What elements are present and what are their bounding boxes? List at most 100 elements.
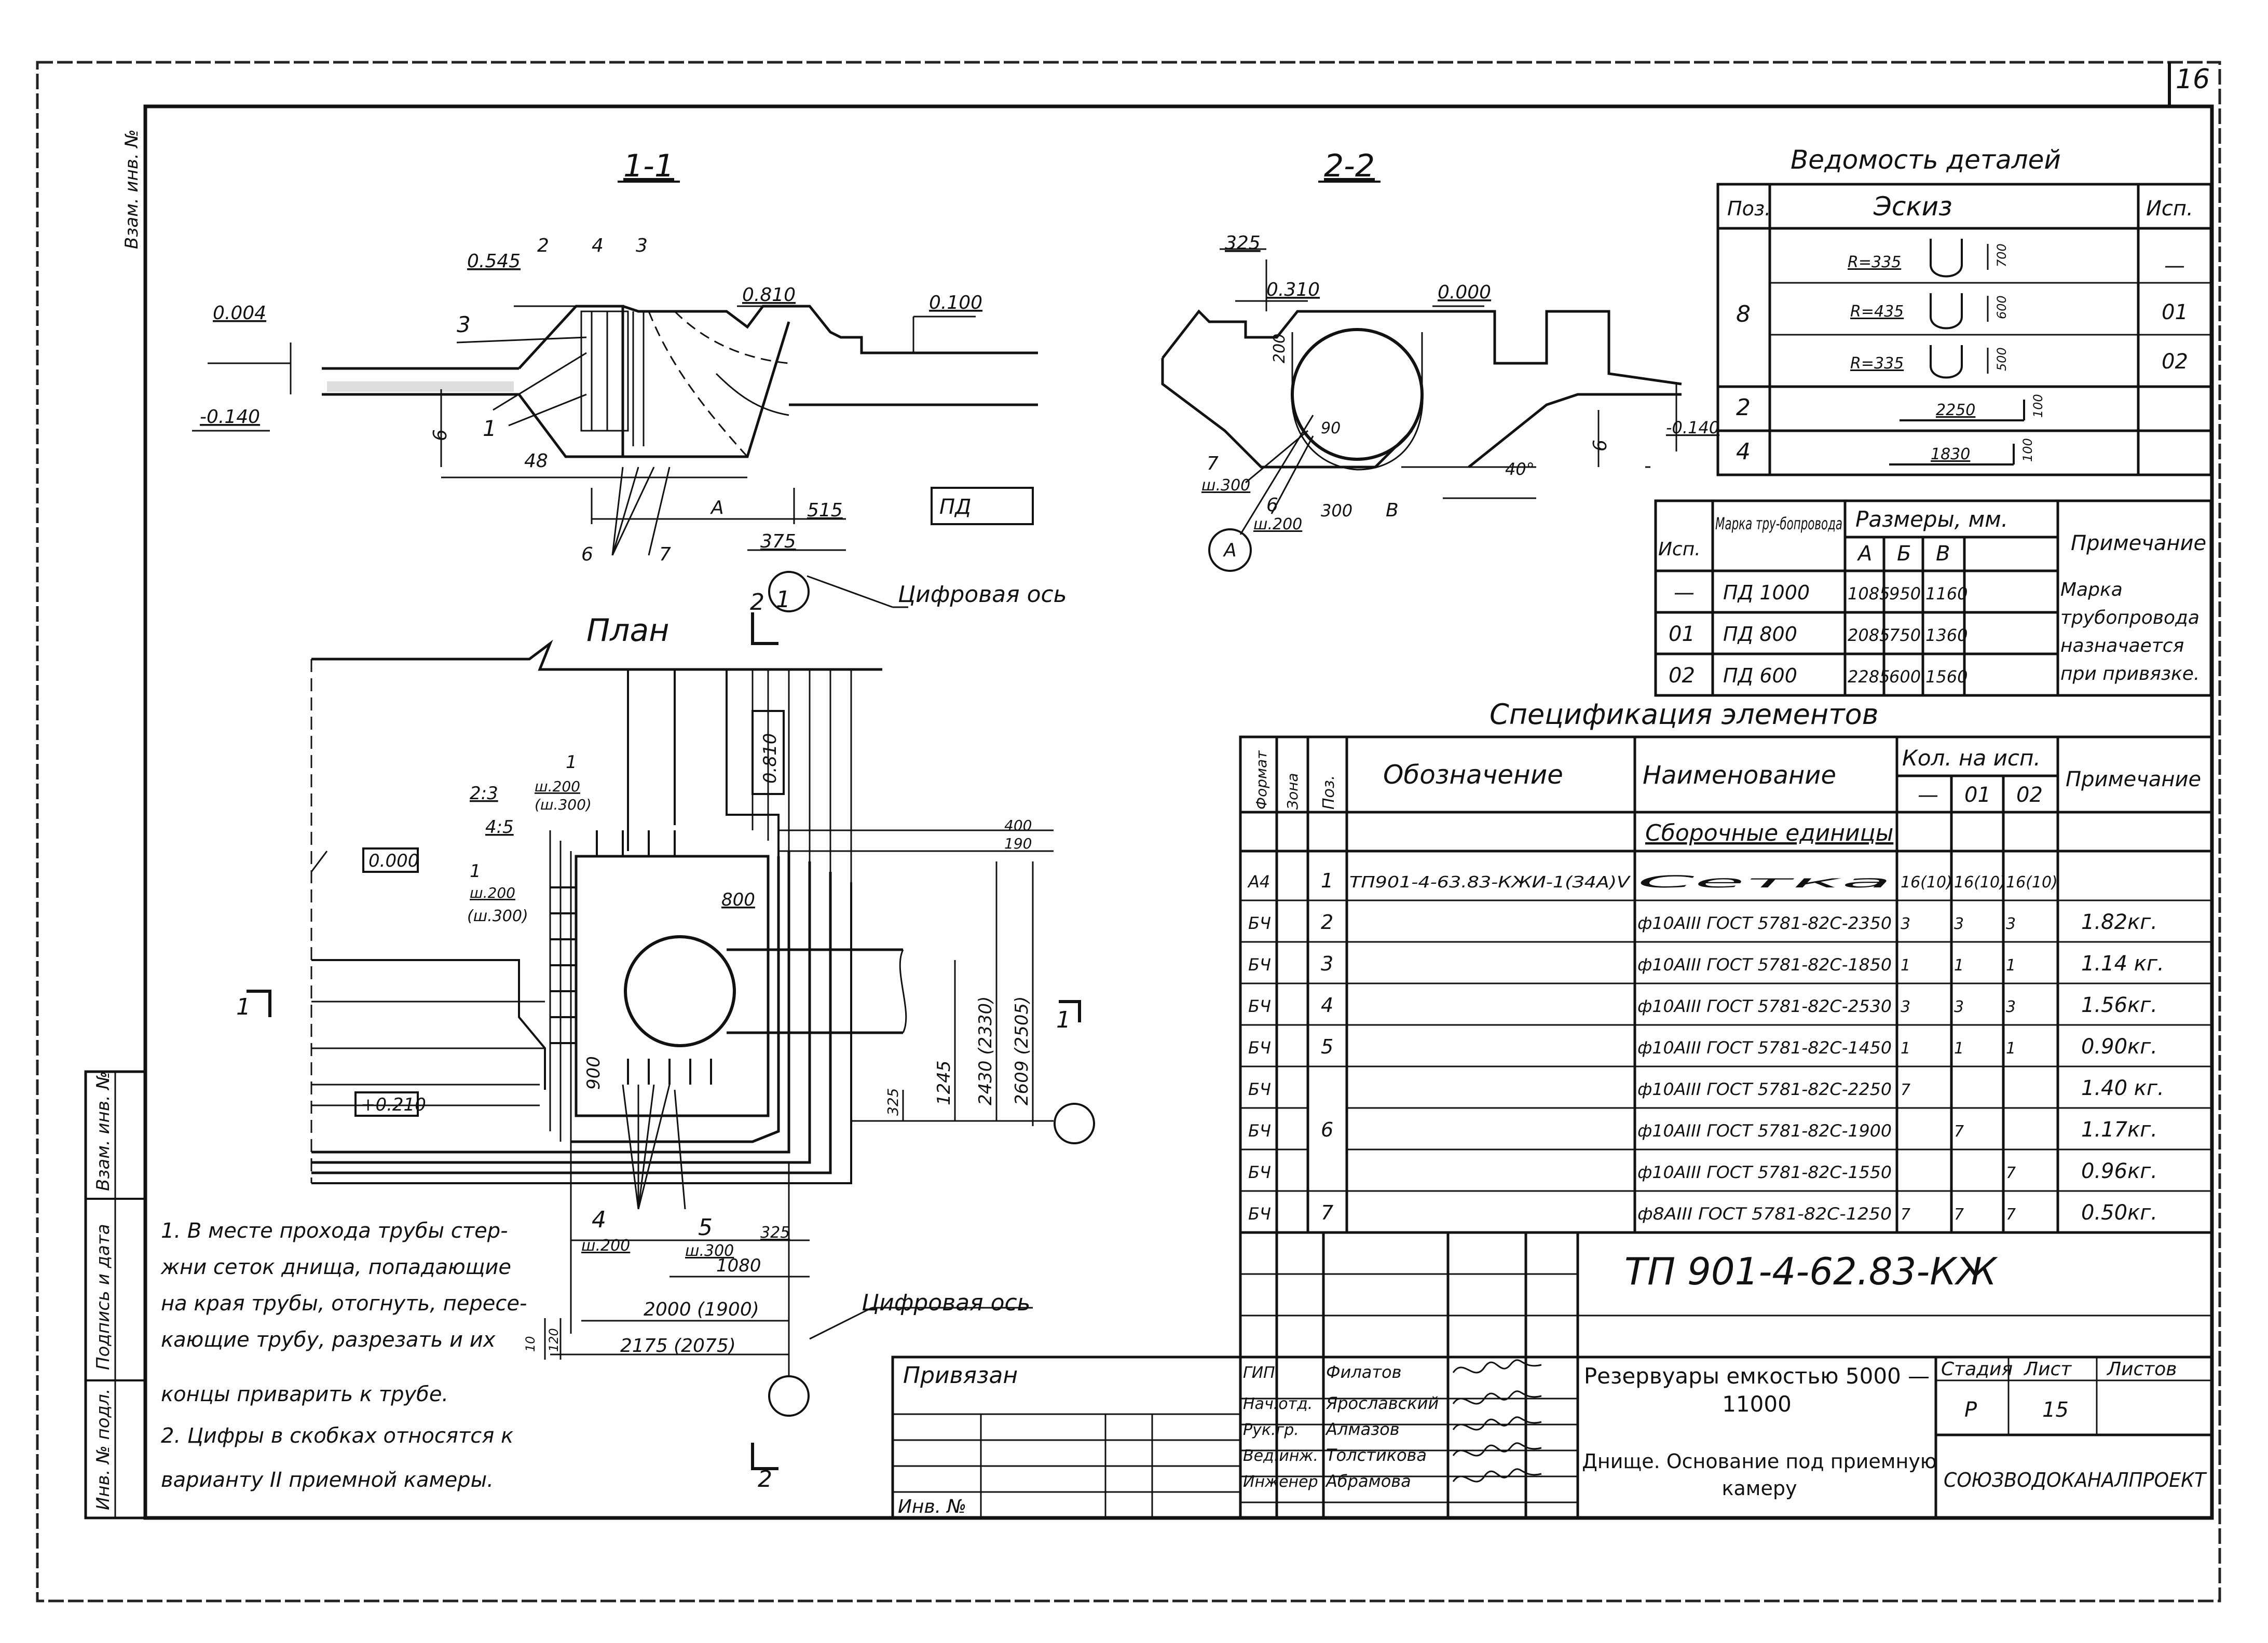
stage-value: Р [1964, 1398, 1977, 1422]
plan-label: (ш.300) [467, 907, 528, 925]
details-sketch: R=335 [1850, 354, 1904, 373]
sizes-a: 2085 [1848, 625, 1890, 645]
spec-cell-fmt: А4 [1247, 872, 1270, 892]
sizes-col: В [1936, 542, 1950, 566]
spec-cell-q2: 3 [2006, 998, 2016, 1016]
signature [1452, 1390, 1542, 1405]
details-pos: 8 [1736, 301, 1751, 327]
details-sketch: R=335 [1848, 253, 1901, 271]
note-line: кающие трубу, разрезать и их [161, 1328, 496, 1352]
details-header-pos: Поз. [1727, 197, 1771, 220]
spec-cell-q0: 7 [1901, 1206, 1910, 1224]
s2-label: 200 [1270, 334, 1289, 363]
plan-label: 5 [698, 1214, 713, 1241]
plan-label: 4 [592, 1207, 606, 1233]
s1-label: 3 [457, 312, 471, 337]
s1-label: 3 [636, 235, 648, 256]
s2-label: ш.300 [1201, 476, 1250, 495]
note-line: 1. В месте прохода трубы стер- [161, 1219, 508, 1243]
details-sketch: R=435 [1850, 303, 1904, 321]
details-table: Ведомость деталей Поз. Эскиз Исп. 8 R [1716, 145, 2212, 476]
s1-label: 1 [483, 416, 497, 441]
sheets-label: Листов [2106, 1359, 2177, 1380]
plan-label: 1 [236, 994, 251, 1020]
spec-cell-q1: 1 [1954, 956, 1964, 975]
side-stamp-sign: Подпись и дата [93, 1224, 114, 1370]
inv-label: Инв. № [898, 1496, 966, 1517]
spec-cell-q0: 7 [1901, 1081, 1910, 1099]
s1-label: 375 [760, 531, 796, 552]
s1-label: -0.140 [200, 406, 260, 428]
s2-label: В [1386, 500, 1399, 521]
spec-cell-pos: 1 [1321, 869, 1333, 892]
details-header-isp: Исп. [2146, 197, 2193, 221]
spec-header-q1: 01 [1964, 783, 1991, 807]
plan-label: 1 [1056, 1007, 1071, 1033]
s1-label: 7 [659, 544, 671, 565]
details-dim: 700 [1994, 243, 2009, 267]
s1-label: 0.100 [929, 292, 982, 313]
section-2-labels: 325 0.310 0.000 200 6 -0.140 40° 7 ш.300… [1201, 232, 1719, 561]
details-dim: 100 [2020, 438, 2035, 462]
spec-cell-fmt: БЧ [1248, 996, 1271, 1016]
spec-cell-note: 1.56кг. [2081, 993, 2157, 1017]
s2-label: 6 [1590, 440, 1611, 451]
s1-label: 6 [430, 429, 451, 441]
plan-label: 900 [583, 1056, 604, 1090]
plan-label: 2430 (2330) [975, 996, 996, 1105]
s2-label: 40° [1505, 459, 1535, 479]
spec-header-note: Примечание [2066, 768, 2201, 791]
plan-label: (ш.300) [535, 796, 592, 813]
s1-label: ПД [939, 495, 971, 519]
details-isp: 01 [2162, 300, 2188, 324]
sizes-table: Исп. Марка тру-бопровода Размеры, мм. Пр… [1654, 499, 2212, 697]
spec-cell-q2: 16(10) [2006, 873, 2058, 892]
spec-cell-note: 1.40 кг. [2081, 1076, 2164, 1100]
section-2-title: 2-2 [1324, 148, 1375, 184]
spec-cell-q1: 3 [1954, 915, 1964, 933]
spec-title: Спецификация элементов [1490, 698, 1879, 731]
s2-label: 0.310 [1266, 279, 1320, 300]
sizes-b: 950 [1889, 584, 1921, 604]
plan-label: ш.200 [581, 1237, 630, 1255]
sizes-c: 1360 [1925, 625, 1968, 645]
s1-label: 0.810 [742, 284, 796, 306]
s1-label: А [710, 497, 724, 518]
staff-role: ГИП [1243, 1364, 1275, 1382]
plan-label: 400 [1004, 817, 1032, 834]
spec-cell-q0: 3 [1901, 998, 1910, 1016]
plan-label: 2 [750, 589, 764, 615]
signature [1452, 1442, 1542, 1457]
side-stamp: Инв. № подл. Подпись и дата Взам. инв. № [84, 1070, 147, 1519]
details-pos: 2 [1736, 394, 1751, 421]
plan-label: 2609 (2505) [1012, 996, 1032, 1105]
sizes-mark: ПД 600 [1723, 664, 1797, 687]
details-sketch: 1830 [1931, 445, 1970, 463]
plan-label: 1 [566, 752, 577, 773]
spec-cell-fmt: БЧ [1248, 1038, 1271, 1058]
plan-label: ш.300 [685, 1242, 734, 1260]
plan-label: 10 [523, 1336, 538, 1352]
s2-label: 7 [1207, 453, 1219, 474]
sizes-b: 600 [1889, 667, 1921, 687]
s1-label: 515 [807, 500, 843, 521]
section-1-labels: 0.545 2 4 3 3 0.810 0.100 0.004 -0.140 6… [200, 235, 982, 565]
plan-label: 2175 (2075) [620, 1335, 736, 1357]
sizes-mark: ПД 1000 [1723, 581, 1810, 604]
spec-header-zone: Зона [1284, 773, 1301, 810]
spec-cell-q2: 1 [2006, 956, 2016, 975]
s1-label: 0.545 [467, 251, 521, 272]
spec-cell-note: 1.14 кг. [2081, 952, 2164, 976]
sizes-isp: 01 [1669, 622, 1695, 646]
details-dim: 100 [2031, 394, 2045, 418]
spec-header-format: Формат [1253, 750, 1270, 810]
spec-table: Спецификация элементов [891, 698, 2214, 1519]
staff-name: Филатов [1326, 1362, 1401, 1382]
s2-label: А [1223, 540, 1237, 561]
side-stamp-replace: Взам. инв. № [93, 1071, 114, 1191]
plan-label: 325 [884, 1088, 901, 1116]
spec-header-name: Наименование [1643, 761, 1836, 790]
spec-cell-fmt: БЧ [1248, 955, 1271, 975]
spec-header-q0: — [1918, 783, 1938, 807]
